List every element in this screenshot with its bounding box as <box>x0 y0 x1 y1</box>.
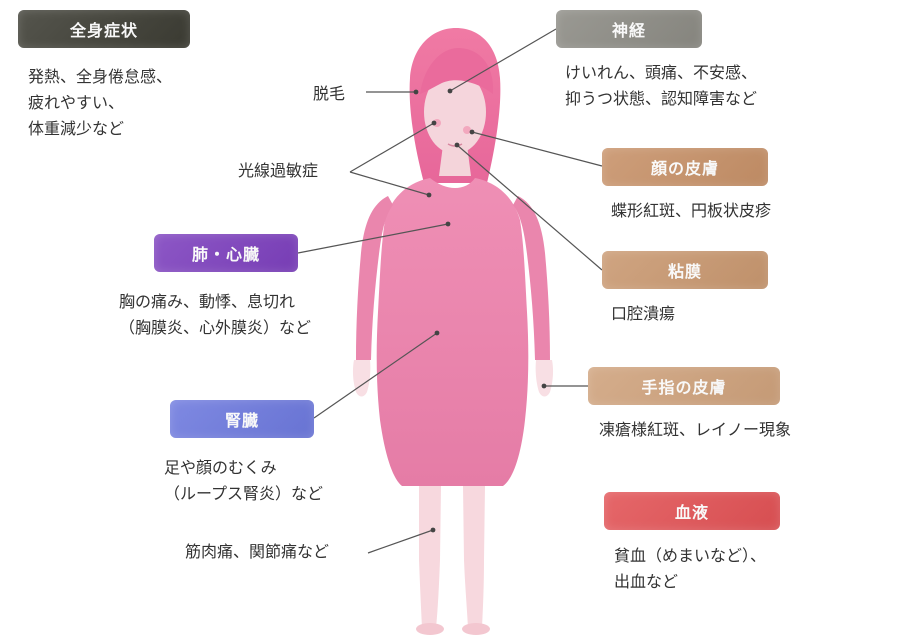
neuro-description: けいれん、頭痛、不安感、 抑うつ状態、認知障害など <box>565 60 757 112</box>
kidney-line-1: 足や顔のむくみ <box>164 458 277 477</box>
connector-points <box>413 88 547 533</box>
line-kidney <box>313 332 438 419</box>
mucosa-badge: 粘膜 <box>602 251 768 289</box>
point-neuro <box>447 88 453 94</box>
connector-lines <box>297 28 603 554</box>
line-muscle <box>367 529 434 554</box>
left-sleeve <box>356 196 393 360</box>
heart-lung-line-1: 胸の痛み、動悸、息切れ <box>119 292 296 311</box>
hair-loss-label: 脱毛 <box>313 84 346 103</box>
blood-badge: 血液 <box>604 492 780 530</box>
right-cheek <box>463 126 471 134</box>
neuro-line-1: けいれん、頭痛、不安感、 <box>565 63 758 82</box>
hair-front <box>420 48 494 94</box>
kidney-line-2: （ループス腎炎）など <box>164 484 324 503</box>
finger-skin-line-1: 凍瘡様紅斑、レイノー現象 <box>599 420 792 439</box>
blood-line-2: 出血など <box>614 572 679 591</box>
muscle-joint-label: 筋肉痛、関節痛など <box>185 542 330 561</box>
line-photo-face <box>349 122 435 173</box>
right-hand <box>535 360 554 397</box>
line-mucosa <box>456 144 603 271</box>
point-kidney <box>434 330 440 336</box>
kidney-badge: 腎臓 <box>170 400 314 438</box>
finger-skin-description: 凍瘡様紅斑、レイノー現象 <box>599 417 791 443</box>
neuro-badge: 神経 <box>556 10 702 48</box>
face-skin-badge: 顔の皮膚 <box>602 148 768 186</box>
systemic-symptoms-line-2: 疲れやすい、 <box>28 93 125 112</box>
point-face-skin <box>469 129 475 135</box>
right-shoe <box>462 623 490 635</box>
systemic-symptoms-description: 発熱、全身倦怠感、 疲れやすい、 体重減少など <box>28 64 172 142</box>
mucosa-description: 口腔潰瘍 <box>611 301 675 327</box>
woman-figure <box>352 28 554 635</box>
point-photo-face <box>431 120 437 126</box>
right-leg <box>463 486 485 628</box>
right-sleeve <box>513 196 550 360</box>
point-fingers <box>541 383 547 389</box>
left-hand <box>352 360 371 397</box>
kidney-description: 足や顔のむくみ （ループス腎炎）など <box>164 455 323 507</box>
left-shoe <box>416 623 444 635</box>
point-mucosa <box>454 142 460 148</box>
line-photo-neck <box>349 171 430 196</box>
blood-line-1: 貧血（めまいなど）、 <box>614 546 767 565</box>
line-face-skin <box>471 131 603 167</box>
systemic-symptoms-line-3: 体重減少など <box>28 119 125 138</box>
systemic-symptoms-badge: 全身症状 <box>18 10 190 48</box>
face-skin-description: 蝶形紅斑、円板状皮疹 <box>611 198 771 224</box>
blood-description: 貧血（めまいなど）、 出血など <box>614 543 766 595</box>
heart-lung-description: 胸の痛み、動悸、息切れ （胸膜炎、心外膜炎）など <box>119 289 311 341</box>
heart-lung-badge: 肺・心臓 <box>154 234 298 272</box>
neuro-line-2: 抑うつ状態、認知障害など <box>565 89 758 108</box>
point-hair <box>413 89 419 95</box>
dress <box>376 178 529 486</box>
point-photo-neck <box>426 192 432 198</box>
point-heart <box>445 221 451 227</box>
neck <box>439 145 471 176</box>
systemic-symptoms-line-1: 発熱、全身倦怠感、 <box>28 67 173 86</box>
heart-lung-line-2: （胸膜炎、心外膜炎）など <box>119 318 312 337</box>
photosensitivity-label: 光線過敏症 <box>238 161 319 180</box>
mucosa-line-1: 口腔潰瘍 <box>611 304 676 323</box>
finger-skin-badge: 手指の皮膚 <box>588 367 780 405</box>
left-leg <box>419 486 441 628</box>
point-muscle <box>430 527 436 533</box>
line-neuro <box>449 28 557 92</box>
face-skin-line-1: 蝶形紅斑、円板状皮疹 <box>611 201 772 220</box>
line-heart <box>297 223 449 254</box>
